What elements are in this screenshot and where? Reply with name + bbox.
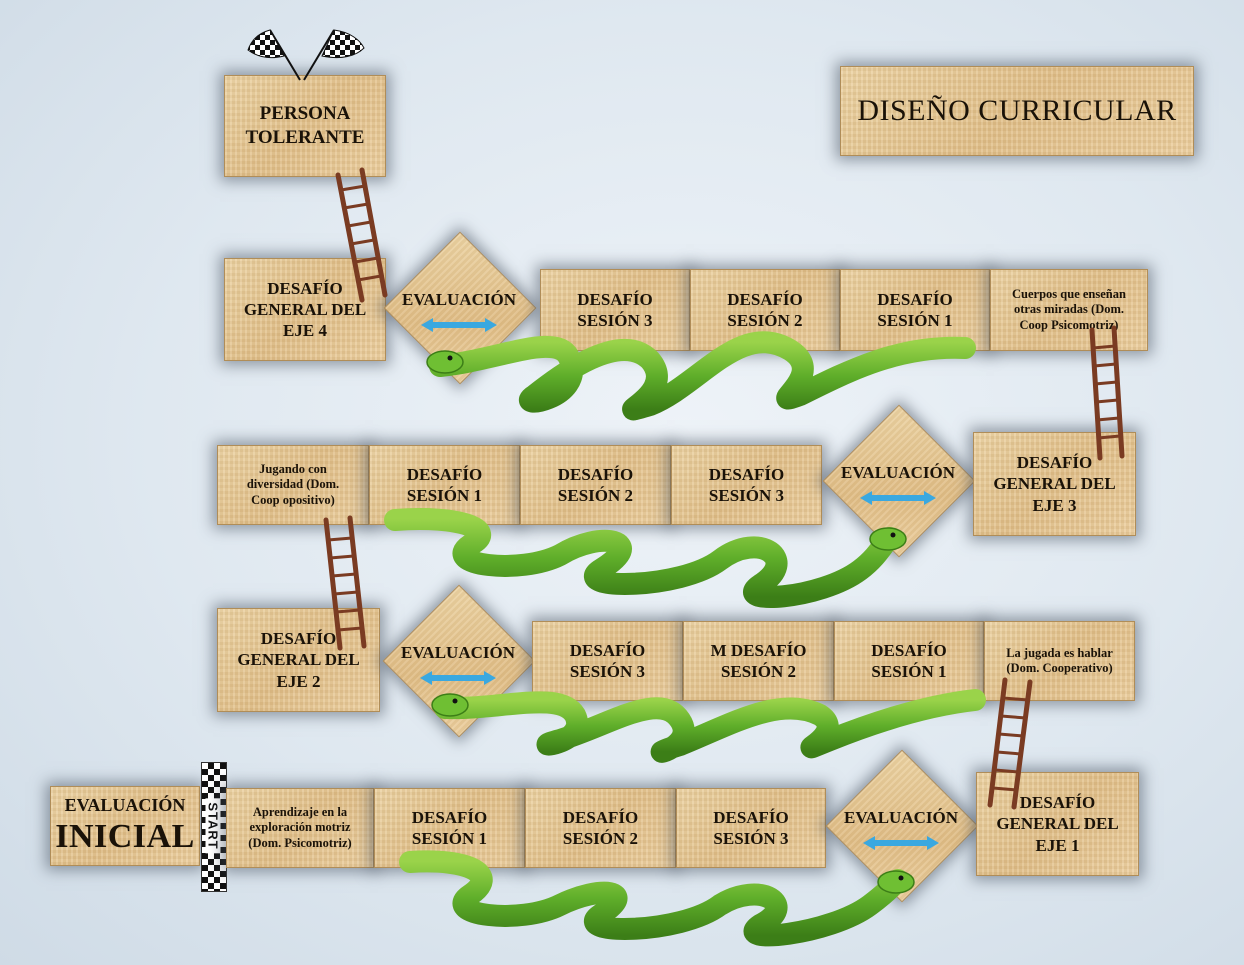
general-challenge-axis-4: DESAFÍO GENERAL DEL EJE 4	[224, 258, 386, 361]
initial-evaluation-line2: INICIAL	[55, 818, 195, 855]
general-challenge-axis-2: DESAFÍO GENERAL DEL EJE 2	[217, 608, 380, 712]
checkered-flags-icon	[247, 29, 365, 81]
session-challenge-1-axis-2: DESAFÍO SESIÓN 1	[834, 621, 984, 701]
evaluation-label: EVALUACIÓN	[841, 463, 955, 482]
session-challenge-2-axis-3: DESAFÍO SESIÓN 2	[520, 445, 671, 525]
domain-tile-axis-1: Aprendizaje en la exploración motriz (Do…	[226, 788, 374, 868]
session-challenge-1-axis-3: DESAFÍO SESIÓN 1	[369, 445, 520, 525]
session-challenge-2-axis-2: M DESAFÍO SESIÓN 2	[683, 621, 834, 701]
evaluation-tile-axis-2: EVALUACIÓN	[382, 584, 536, 738]
initial-evaluation-tile: EVALUACIÓN INICIAL	[50, 786, 200, 866]
domain-tile-axis-3: Jugando con diversidad (Dom. Coop oposit…	[217, 445, 369, 525]
board-title: DISEÑO CURRICULAR	[840, 66, 1194, 156]
general-challenge-axis-1: DESAFÍO GENERAL DEL EJE 1	[976, 772, 1139, 876]
session-challenge-1-axis-1: DESAFÍO SESIÓN 1	[374, 788, 525, 868]
domain-tile-axis-4: Cuerpos que enseñan otras miradas (Dom. …	[990, 269, 1148, 351]
session-challenge-1-axis-4: DESAFÍO SESIÓN 1	[840, 269, 990, 351]
evaluation-label: EVALUACIÓN	[844, 808, 958, 827]
initial-evaluation-line1: EVALUACIÓN	[64, 794, 186, 815]
domain-tile-axis-2: La jugada es hablar (Dom. Cooperativo)	[984, 621, 1135, 701]
evaluation-tile-axis-1: EVALUACIÓN	[825, 749, 979, 903]
start-label: START	[205, 798, 221, 854]
session-challenge-3-axis-3: DESAFÍO SESIÓN 3	[671, 445, 822, 525]
session-challenge-2-axis-4: DESAFÍO SESIÓN 2	[690, 269, 840, 351]
double-arrow-icon	[421, 318, 497, 332]
double-arrow-icon	[860, 491, 936, 505]
double-arrow-icon	[863, 836, 939, 850]
evaluation-label: EVALUACIÓN	[401, 643, 515, 662]
session-challenge-3-axis-1: DESAFÍO SESIÓN 3	[676, 788, 826, 868]
evaluation-label: EVALUACIÓN	[402, 290, 516, 309]
general-challenge-axis-3: DESAFÍO GENERAL DEL EJE 3	[973, 432, 1136, 536]
session-challenge-3-axis-2: DESAFÍO SESIÓN 3	[532, 621, 683, 701]
session-challenge-3-axis-4: DESAFÍO SESIÓN 3	[540, 269, 690, 351]
double-arrow-icon	[420, 671, 496, 685]
session-challenge-2-axis-1: DESAFÍO SESIÓN 2	[525, 788, 676, 868]
goal-tile: PERSONA TOLERANTE	[224, 75, 386, 177]
evaluation-tile-axis-4: EVALUACIÓN	[383, 231, 537, 385]
evaluation-tile-axis-3: EVALUACIÓN	[822, 404, 976, 558]
